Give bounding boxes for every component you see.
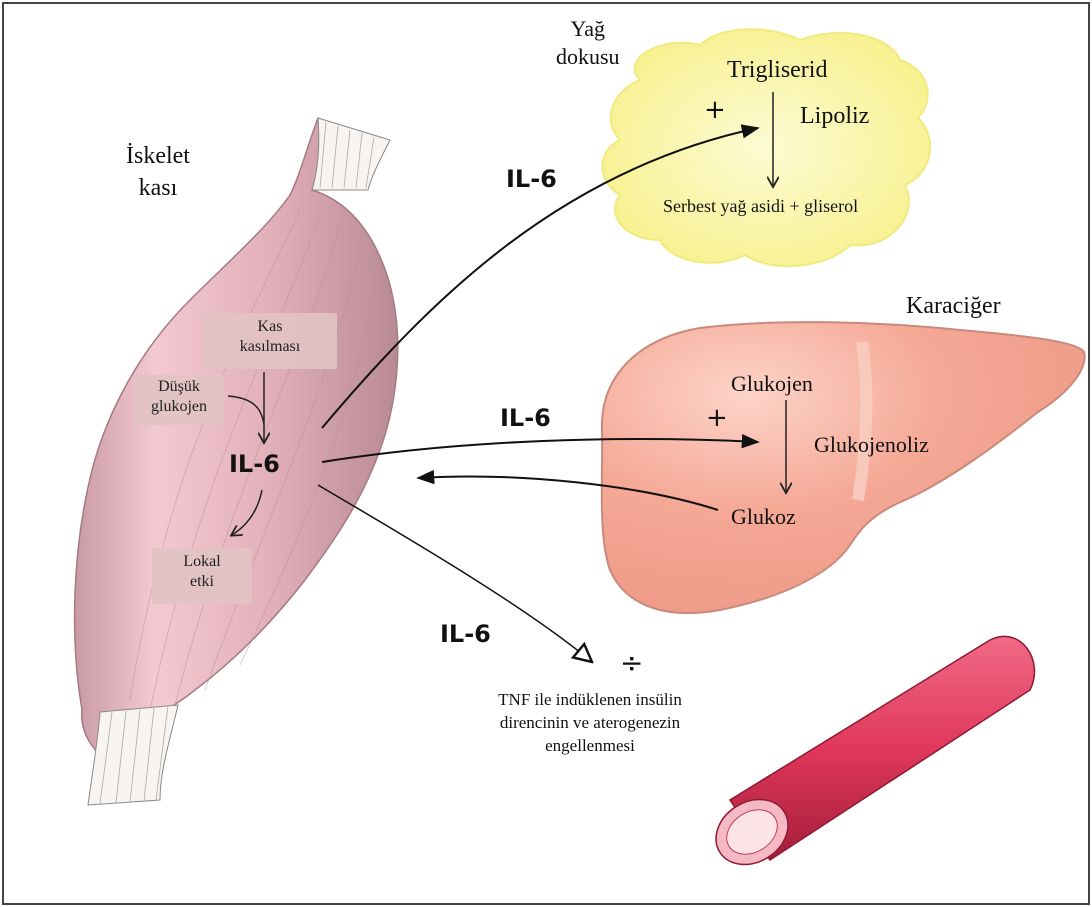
glucose-label: Glukoz — [731, 504, 796, 530]
skeletal-muscle-shape — [75, 118, 398, 755]
il6-to-tnf-label: IL-6 — [440, 620, 491, 648]
local-effect-line1: Lokal — [152, 552, 252, 572]
skeletal-muscle-label-line1: İskelet — [126, 140, 190, 172]
skeletal-muscle-label: İskelet kası — [126, 140, 190, 204]
il6-center-label: IL-6 — [229, 450, 280, 478]
glycogen-label: Glukojen — [731, 371, 813, 397]
blood-vessel — [704, 636, 1035, 877]
plus-sign-liver: + — [706, 403, 728, 433]
triglyceride-label: Trigliserid — [727, 57, 827, 84]
muscle-contraction-box: Kas kasılması — [203, 313, 337, 369]
il6-to-fat-label: IL-6 — [506, 165, 557, 193]
glycogenolysis-label: Glukojenoliz — [814, 432, 929, 458]
local-effect-box: Lokal etki — [152, 548, 252, 604]
low-glycogen-box: Düşük glukojen — [134, 375, 224, 425]
adipose-tissue-label-line2: dokusu — [556, 43, 620, 71]
adipose-tissue-label: Yağ dokusu — [556, 15, 620, 71]
liver-shape — [602, 322, 1085, 613]
ffa-glycerol-label: Serbest yağ asidi + gliserol — [663, 196, 858, 217]
lipolysis-label: Lipoliz — [800, 103, 869, 130]
low-glycogen-line1: Düşük — [134, 377, 224, 397]
tnf-inhibition-label: TNF ile indüklenen insülin direncinin ve… — [480, 688, 700, 757]
upper-tendon — [312, 118, 390, 190]
il6-to-liver-label: IL-6 — [500, 404, 551, 432]
adipose-tissue-label-line1: Yağ — [556, 15, 620, 43]
muscle-contraction-line2: kasılması — [203, 337, 337, 357]
muscle-contraction-line1: Kas — [203, 317, 337, 337]
inhibit-sign: ÷ — [620, 646, 643, 679]
local-effect-line2: etki — [152, 572, 252, 592]
plus-sign-fat: + — [704, 95, 726, 125]
liver-label: Karaciğer — [906, 293, 1001, 320]
tnf-inhibition-line2: direncinin ve aterogenezin — [480, 711, 700, 734]
low-glycogen-line2: glukojen — [134, 397, 224, 417]
tnf-inhibition-line3: engellenmesi — [480, 734, 700, 757]
skeletal-muscle-label-line2: kası — [126, 172, 190, 204]
tnf-inhibition-line1: TNF ile indüklenen insülin — [480, 688, 700, 711]
